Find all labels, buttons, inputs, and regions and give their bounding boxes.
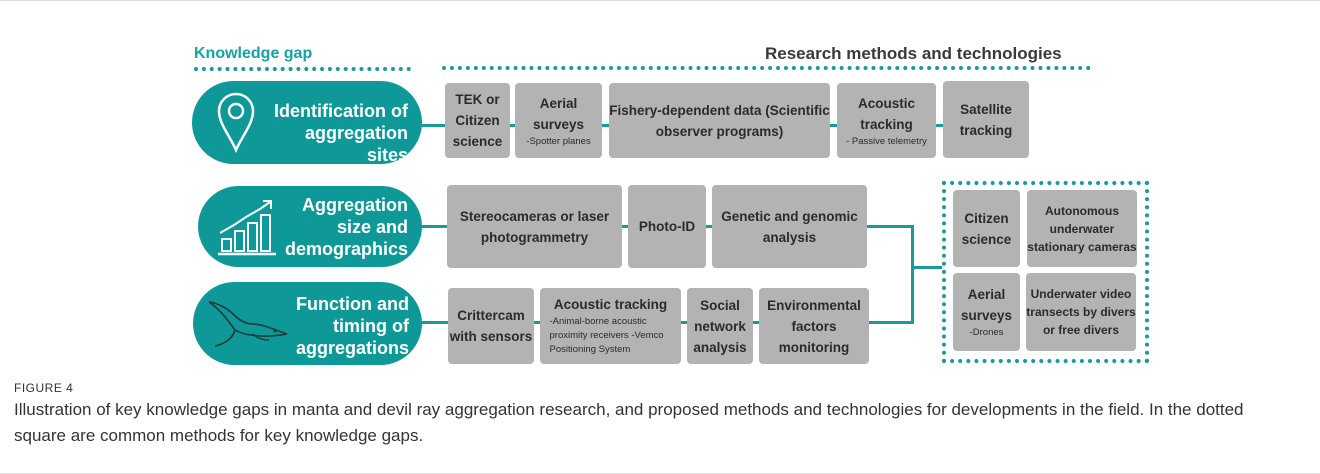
common-underwater-video-transects: Underwater video transects by divers or … <box>1026 273 1136 351</box>
manta-ray-icon <box>208 301 288 347</box>
bracket-to-common-line <box>911 266 942 269</box>
method-tek-citizen-science: TEK or Citizen science <box>445 83 510 158</box>
method-satellite-tracking: Satellite tracking <box>943 81 1029 158</box>
common-autonomous-cameras: Autonomous underwater stationary cameras <box>1027 190 1137 267</box>
location-pin-icon <box>217 92 255 154</box>
common-aerial-surveys: Aerial surveys -Drones <box>953 273 1020 351</box>
gap-identification-pill: Identification of aggregation sites <box>192 81 422 165</box>
gap-function-timing-pill: Function and timing of aggregations <box>193 282 422 365</box>
bracket-vertical-line <box>911 225 914 324</box>
common-citizen-science: Citizen science <box>953 190 1020 267</box>
method-social-network-analysis: Social network analysis <box>687 288 753 364</box>
knowledge-gap-dotted-rule <box>194 67 411 71</box>
gap-function-timing-label: Function and timing of aggregations <box>295 294 409 358</box>
gap-size-demographics-label: Aggregation size and demographics <box>284 195 408 259</box>
method-acoustic-tracking-animal-borne: Acoustic tracking -Animal-borne acoustic… <box>540 288 681 364</box>
method-photo-id: Photo-ID <box>628 185 706 268</box>
growth-chart-icon <box>218 200 276 256</box>
method-fishery-dependent-data: Fishery-dependent data (Scientific obser… <box>609 83 830 158</box>
method-acoustic-tracking: Acoustic tracking - Passive telemetry <box>837 83 936 158</box>
gap-identification-label: Identification of aggregation sites <box>274 101 408 165</box>
method-aerial-surveys: Aerial surveys -Spotter planes <box>515 83 602 158</box>
method-crittercam-sensors: Crittercam with sensors <box>448 288 534 364</box>
common-methods-dotted-square <box>942 181 1149 363</box>
research-methods-dotted-rule <box>442 66 1091 70</box>
method-genetic-genomic-analysis: Genetic and genomic analysis <box>712 185 867 268</box>
method-environmental-factors: Environmental factors monitoring <box>759 288 869 364</box>
gap-size-demographics-pill: Aggregation size and demographics <box>198 186 422 267</box>
figure-label: FIGURE 4 <box>14 381 74 395</box>
method-stereocameras-photogrammetry: Stereocameras or laser photogrammetry <box>447 185 622 268</box>
knowledge-gap-header: Knowledge gap <box>194 45 313 62</box>
research-methods-header: Research methods and technologies <box>765 44 1062 63</box>
figure-caption: Illustration of key knowledge gaps in ma… <box>14 400 1244 445</box>
